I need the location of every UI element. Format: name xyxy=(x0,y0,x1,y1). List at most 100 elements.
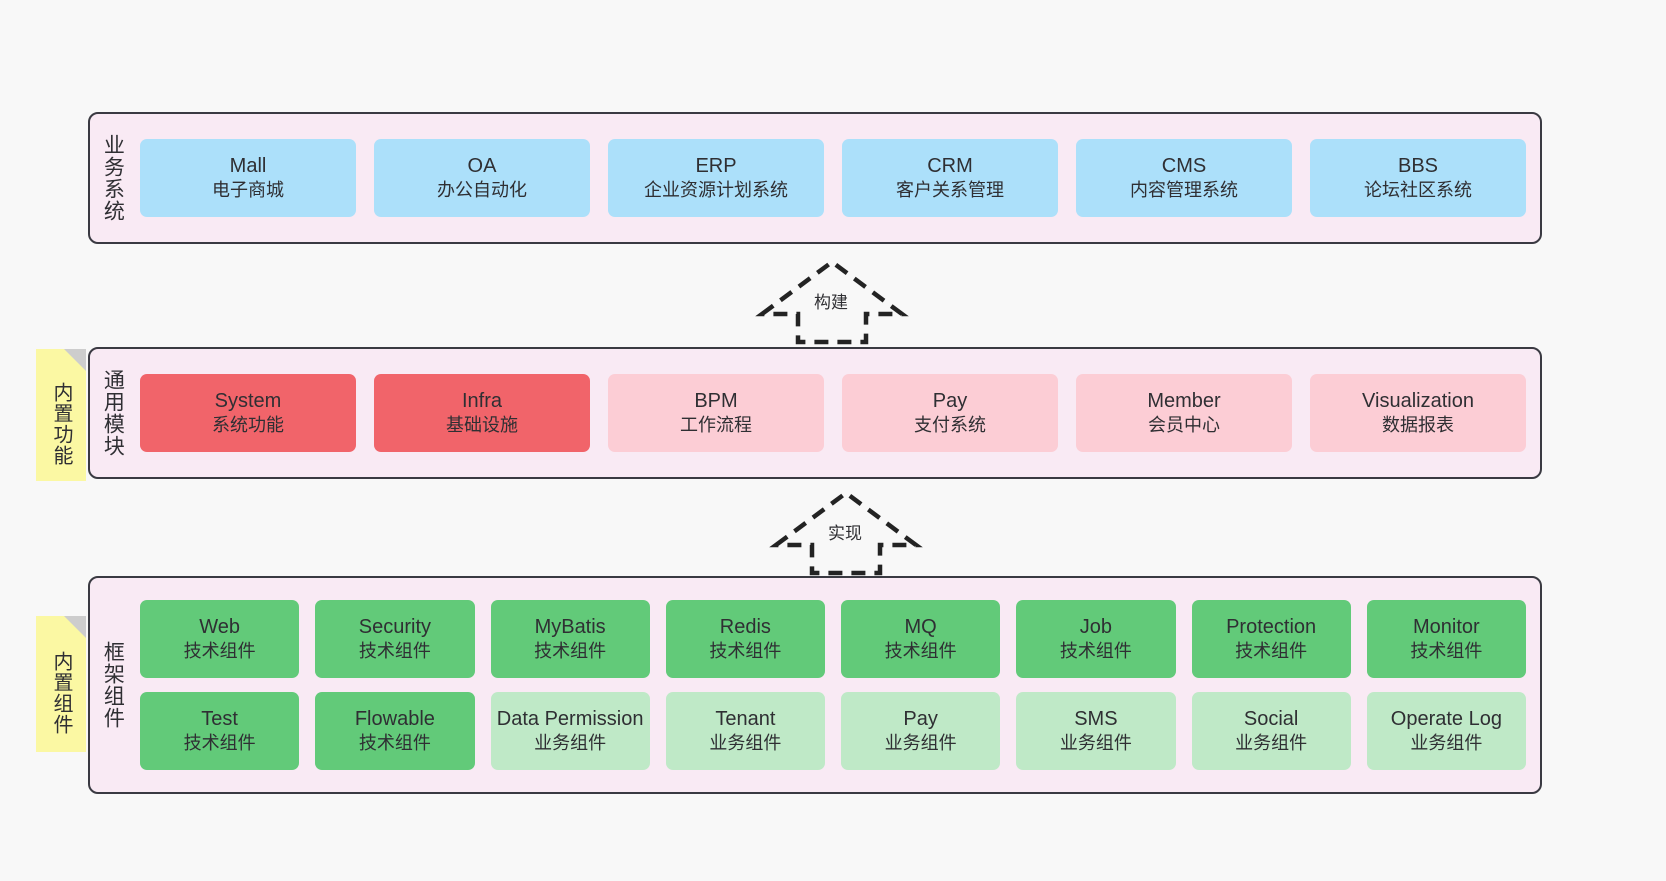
card-crm[interactable]: CRM 客户关系管理 xyxy=(842,139,1058,217)
card-flowable-en: Flowable xyxy=(354,707,435,730)
arrow-implement: 实现 xyxy=(766,487,926,577)
card-member[interactable]: Member 会员中心 xyxy=(1076,374,1292,452)
card-sms-en: SMS xyxy=(1074,707,1118,730)
layer-body-business-systems: Mall 电子商城 OA 办公自动化 ERP 企业资源计划系统 CRM 客户关系… xyxy=(134,114,1540,242)
card-bpm[interactable]: BPM 工作流程 xyxy=(608,374,824,452)
card-oa[interactable]: OA 办公自动化 xyxy=(374,139,590,217)
arrow-implement-label: 实现 xyxy=(825,519,865,544)
card-pay-component-cn: 业务组件 xyxy=(884,733,957,754)
card-security[interactable]: Security 技术组件 xyxy=(315,600,475,678)
card-tenant-cn: 业务组件 xyxy=(709,733,782,754)
card-mq[interactable]: MQ 技术组件 xyxy=(841,600,1001,678)
layer-title-common-modules: 通用模块 xyxy=(101,369,125,457)
card-system-en: System xyxy=(214,389,282,412)
card-security-cn: 技术组件 xyxy=(358,641,431,662)
framework-row-technical: Web 技术组件 Security 技术组件 MyBatis 技术组件 Redi… xyxy=(140,600,1526,678)
card-infra-en: Infra xyxy=(461,389,503,412)
card-bpm-cn: 工作流程 xyxy=(680,415,752,436)
card-data-permission-cn: 业务组件 xyxy=(534,733,607,754)
card-member-en: Member xyxy=(1147,389,1221,412)
card-erp-en: ERP xyxy=(695,154,737,177)
layer-framework-components: 框架组件 Web 技术组件 Security 技术组件 MyBatis 技术组件… xyxy=(88,576,1542,794)
card-redis-cn: 技术组件 xyxy=(709,641,782,662)
layer-common-modules: 通用模块 System 系统功能 Infra 基础设施 BPM 工作流程 Pay… xyxy=(88,347,1542,479)
card-mq-en: MQ xyxy=(904,615,937,638)
framework-row-business: Test 技术组件 Flowable 技术组件 Data Permission … xyxy=(140,692,1526,770)
card-mall[interactable]: Mall 电子商城 xyxy=(140,139,356,217)
card-mybatis-en: MyBatis xyxy=(534,615,606,638)
card-mall-cn: 电子商城 xyxy=(212,180,284,201)
card-web-en: Web xyxy=(199,615,240,638)
arrow-implement-icon xyxy=(769,490,923,576)
card-protection-en: Protection xyxy=(1226,615,1317,638)
card-system-cn: 系统功能 xyxy=(212,415,284,436)
card-visualization-en: Visualization xyxy=(1362,389,1474,412)
card-web[interactable]: Web 技术组件 xyxy=(140,600,300,678)
card-protection-cn: 技术组件 xyxy=(1235,641,1308,662)
card-infra[interactable]: Infra 基础设施 xyxy=(374,374,590,452)
card-redis-en: Redis xyxy=(719,615,771,638)
card-crm-cn: 客户关系管理 xyxy=(896,180,1004,201)
card-pay-module[interactable]: Pay 支付系统 xyxy=(842,374,1058,452)
card-cms[interactable]: CMS 内容管理系统 xyxy=(1076,139,1292,217)
card-test-cn: 技术组件 xyxy=(183,733,256,754)
layer-business-systems: 业务系统 Mall 电子商城 OA 办公自动化 ERP 企业资源计划系统 CRM… xyxy=(88,112,1542,244)
layer-body-common-modules: System 系统功能 Infra 基础设施 BPM 工作流程 Pay 支付系统… xyxy=(134,349,1540,477)
card-tenant-en: Tenant xyxy=(715,707,776,730)
card-mall-en: Mall xyxy=(229,154,267,177)
sticky-note-builtin-features: 内置功能 xyxy=(36,349,86,481)
card-member-cn: 会员中心 xyxy=(1148,415,1220,436)
card-cms-cn: 内容管理系统 xyxy=(1130,180,1238,201)
card-mybatis[interactable]: MyBatis 技术组件 xyxy=(490,600,650,678)
card-oa-cn: 办公自动化 xyxy=(437,180,527,201)
card-data-permission[interactable]: Data Permission 业务组件 xyxy=(490,692,650,770)
arrow-build-icon xyxy=(755,259,909,345)
arrow-build: 构建 xyxy=(752,256,912,346)
card-social-cn: 业务组件 xyxy=(1235,733,1308,754)
card-pay-component[interactable]: Pay 业务组件 xyxy=(841,692,1001,770)
card-system[interactable]: System 系统功能 xyxy=(140,374,356,452)
card-monitor-cn: 技术组件 xyxy=(1410,641,1483,662)
sticky-note-builtin-components-label: 内置组件 xyxy=(50,651,72,735)
card-mybatis-cn: 技术组件 xyxy=(534,641,607,662)
card-web-cn: 技术组件 xyxy=(183,641,256,662)
card-security-en: Security xyxy=(358,615,431,638)
card-infra-cn: 基础设施 xyxy=(446,415,518,436)
sticky-note-builtin-features-label: 内置功能 xyxy=(50,382,72,466)
layer-body-framework-components: Web 技术组件 Security 技术组件 MyBatis 技术组件 Redi… xyxy=(134,578,1540,792)
card-operate-log-cn: 业务组件 xyxy=(1410,733,1483,754)
card-test[interactable]: Test 技术组件 xyxy=(140,692,300,770)
card-bpm-en: BPM xyxy=(694,389,738,412)
sticky-fold-corner-icon xyxy=(64,349,86,371)
card-oa-en: OA xyxy=(467,154,497,177)
card-sms[interactable]: SMS 业务组件 xyxy=(1016,692,1176,770)
card-data-permission-en: Data Permission xyxy=(496,707,644,730)
card-test-en: Test xyxy=(201,707,238,730)
card-flowable-cn: 技术组件 xyxy=(358,733,431,754)
card-monitor[interactable]: Monitor 技术组件 xyxy=(1366,600,1526,678)
card-mq-cn: 技术组件 xyxy=(884,641,957,662)
card-social-en: Social xyxy=(1243,707,1299,730)
card-bbs[interactable]: BBS 论坛社区系统 xyxy=(1310,139,1526,217)
card-sms-cn: 业务组件 xyxy=(1059,733,1132,754)
card-protection[interactable]: Protection 技术组件 xyxy=(1191,600,1351,678)
card-bbs-en: BBS xyxy=(1397,154,1439,177)
card-job-cn: 技术组件 xyxy=(1059,641,1132,662)
card-pay-component-en: Pay xyxy=(903,707,938,730)
card-job[interactable]: Job 技术组件 xyxy=(1016,600,1176,678)
card-operate-log[interactable]: Operate Log 业务组件 xyxy=(1366,692,1526,770)
arrow-build-label: 构建 xyxy=(811,288,851,313)
sticky-note-builtin-components: 内置组件 xyxy=(36,616,86,752)
card-bbs-cn: 论坛社区系统 xyxy=(1364,180,1472,201)
card-flowable[interactable]: Flowable 技术组件 xyxy=(315,692,475,770)
card-tenant[interactable]: Tenant 业务组件 xyxy=(665,692,825,770)
card-redis[interactable]: Redis 技术组件 xyxy=(665,600,825,678)
card-social[interactable]: Social 业务组件 xyxy=(1191,692,1351,770)
layer-title-framework-components: 框架组件 xyxy=(101,641,125,729)
card-visualization[interactable]: Visualization 数据报表 xyxy=(1310,374,1526,452)
card-erp[interactable]: ERP 企业资源计划系统 xyxy=(608,139,824,217)
sticky-fold-corner-icon xyxy=(64,616,86,638)
layer-title-business-systems: 业务系统 xyxy=(101,134,125,222)
card-operate-log-en: Operate Log xyxy=(1390,707,1502,730)
